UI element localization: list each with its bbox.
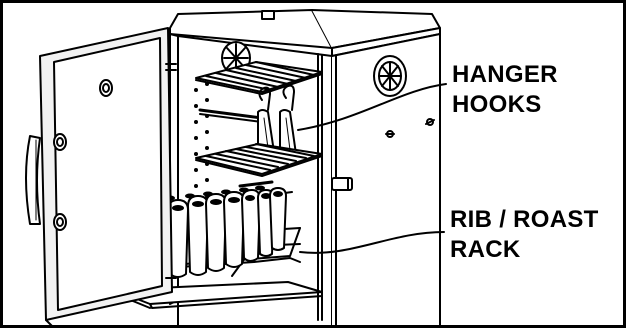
rib-roast-rack-label: RIB / ROAST RACK — [450, 205, 599, 265]
fan-vent-icon — [374, 56, 406, 96]
rib-roast-rack-label-line-2: RACK — [450, 235, 599, 265]
rib-roast-rack-label-line-1: RIB / ROAST — [450, 205, 599, 235]
hanger-hooks-label-line-2: HOOKS — [452, 90, 558, 120]
smoker-door — [26, 28, 176, 326]
hanger-hooks-label-line-1: HANGER — [452, 60, 558, 90]
hanger-hooks-label: HANGER HOOKS — [452, 60, 558, 120]
